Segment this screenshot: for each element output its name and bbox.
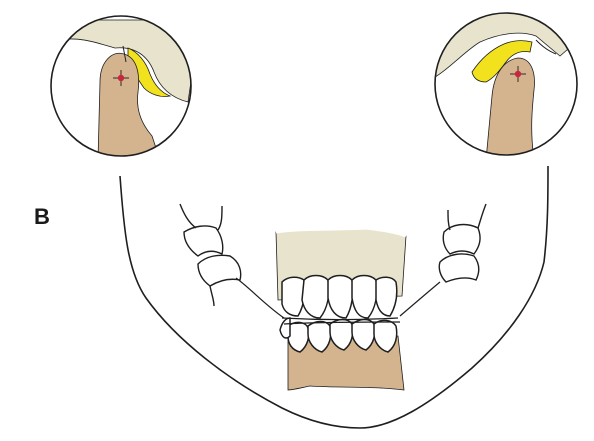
lower-canine-left (280, 318, 290, 338)
left-jaw-line (236, 278, 284, 318)
right-jaw-line (400, 282, 440, 316)
left-lower-root (210, 286, 214, 306)
left-upper-molar (184, 226, 223, 256)
left-molar-root-2 (218, 206, 222, 230)
left-tmj-inset (40, 16, 200, 160)
upper-tooth-3 (328, 276, 353, 319)
left-condyle (98, 53, 160, 160)
left-molar-root (180, 204, 196, 228)
upper-tooth-4 (352, 276, 377, 319)
left-lower-molar (198, 255, 241, 286)
right-upper-molar (443, 225, 480, 254)
upper-tooth-5 (376, 277, 397, 316)
upper-anterior-teeth (282, 276, 397, 319)
upper-occlusion-line (282, 318, 398, 320)
left-posterior-teeth (180, 204, 241, 306)
right-molar-root (448, 210, 450, 230)
right-lower-molar (439, 254, 479, 282)
right-posterior-teeth (439, 204, 486, 282)
right-molar-root-2 (478, 204, 486, 228)
upper-tooth-1 (282, 277, 305, 316)
upper-tooth-2 (302, 276, 329, 319)
right-tmj-inset (430, 10, 590, 160)
